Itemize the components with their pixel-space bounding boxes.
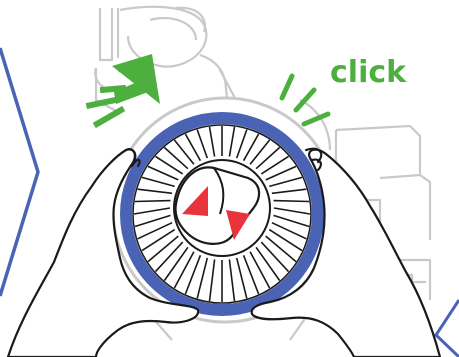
grille-slat <box>274 201 310 202</box>
click-sound-label: click <box>330 58 406 88</box>
grille-slat <box>135 201 171 202</box>
left-chevron-frame <box>0 48 38 296</box>
right-chevron-frame <box>436 300 459 357</box>
